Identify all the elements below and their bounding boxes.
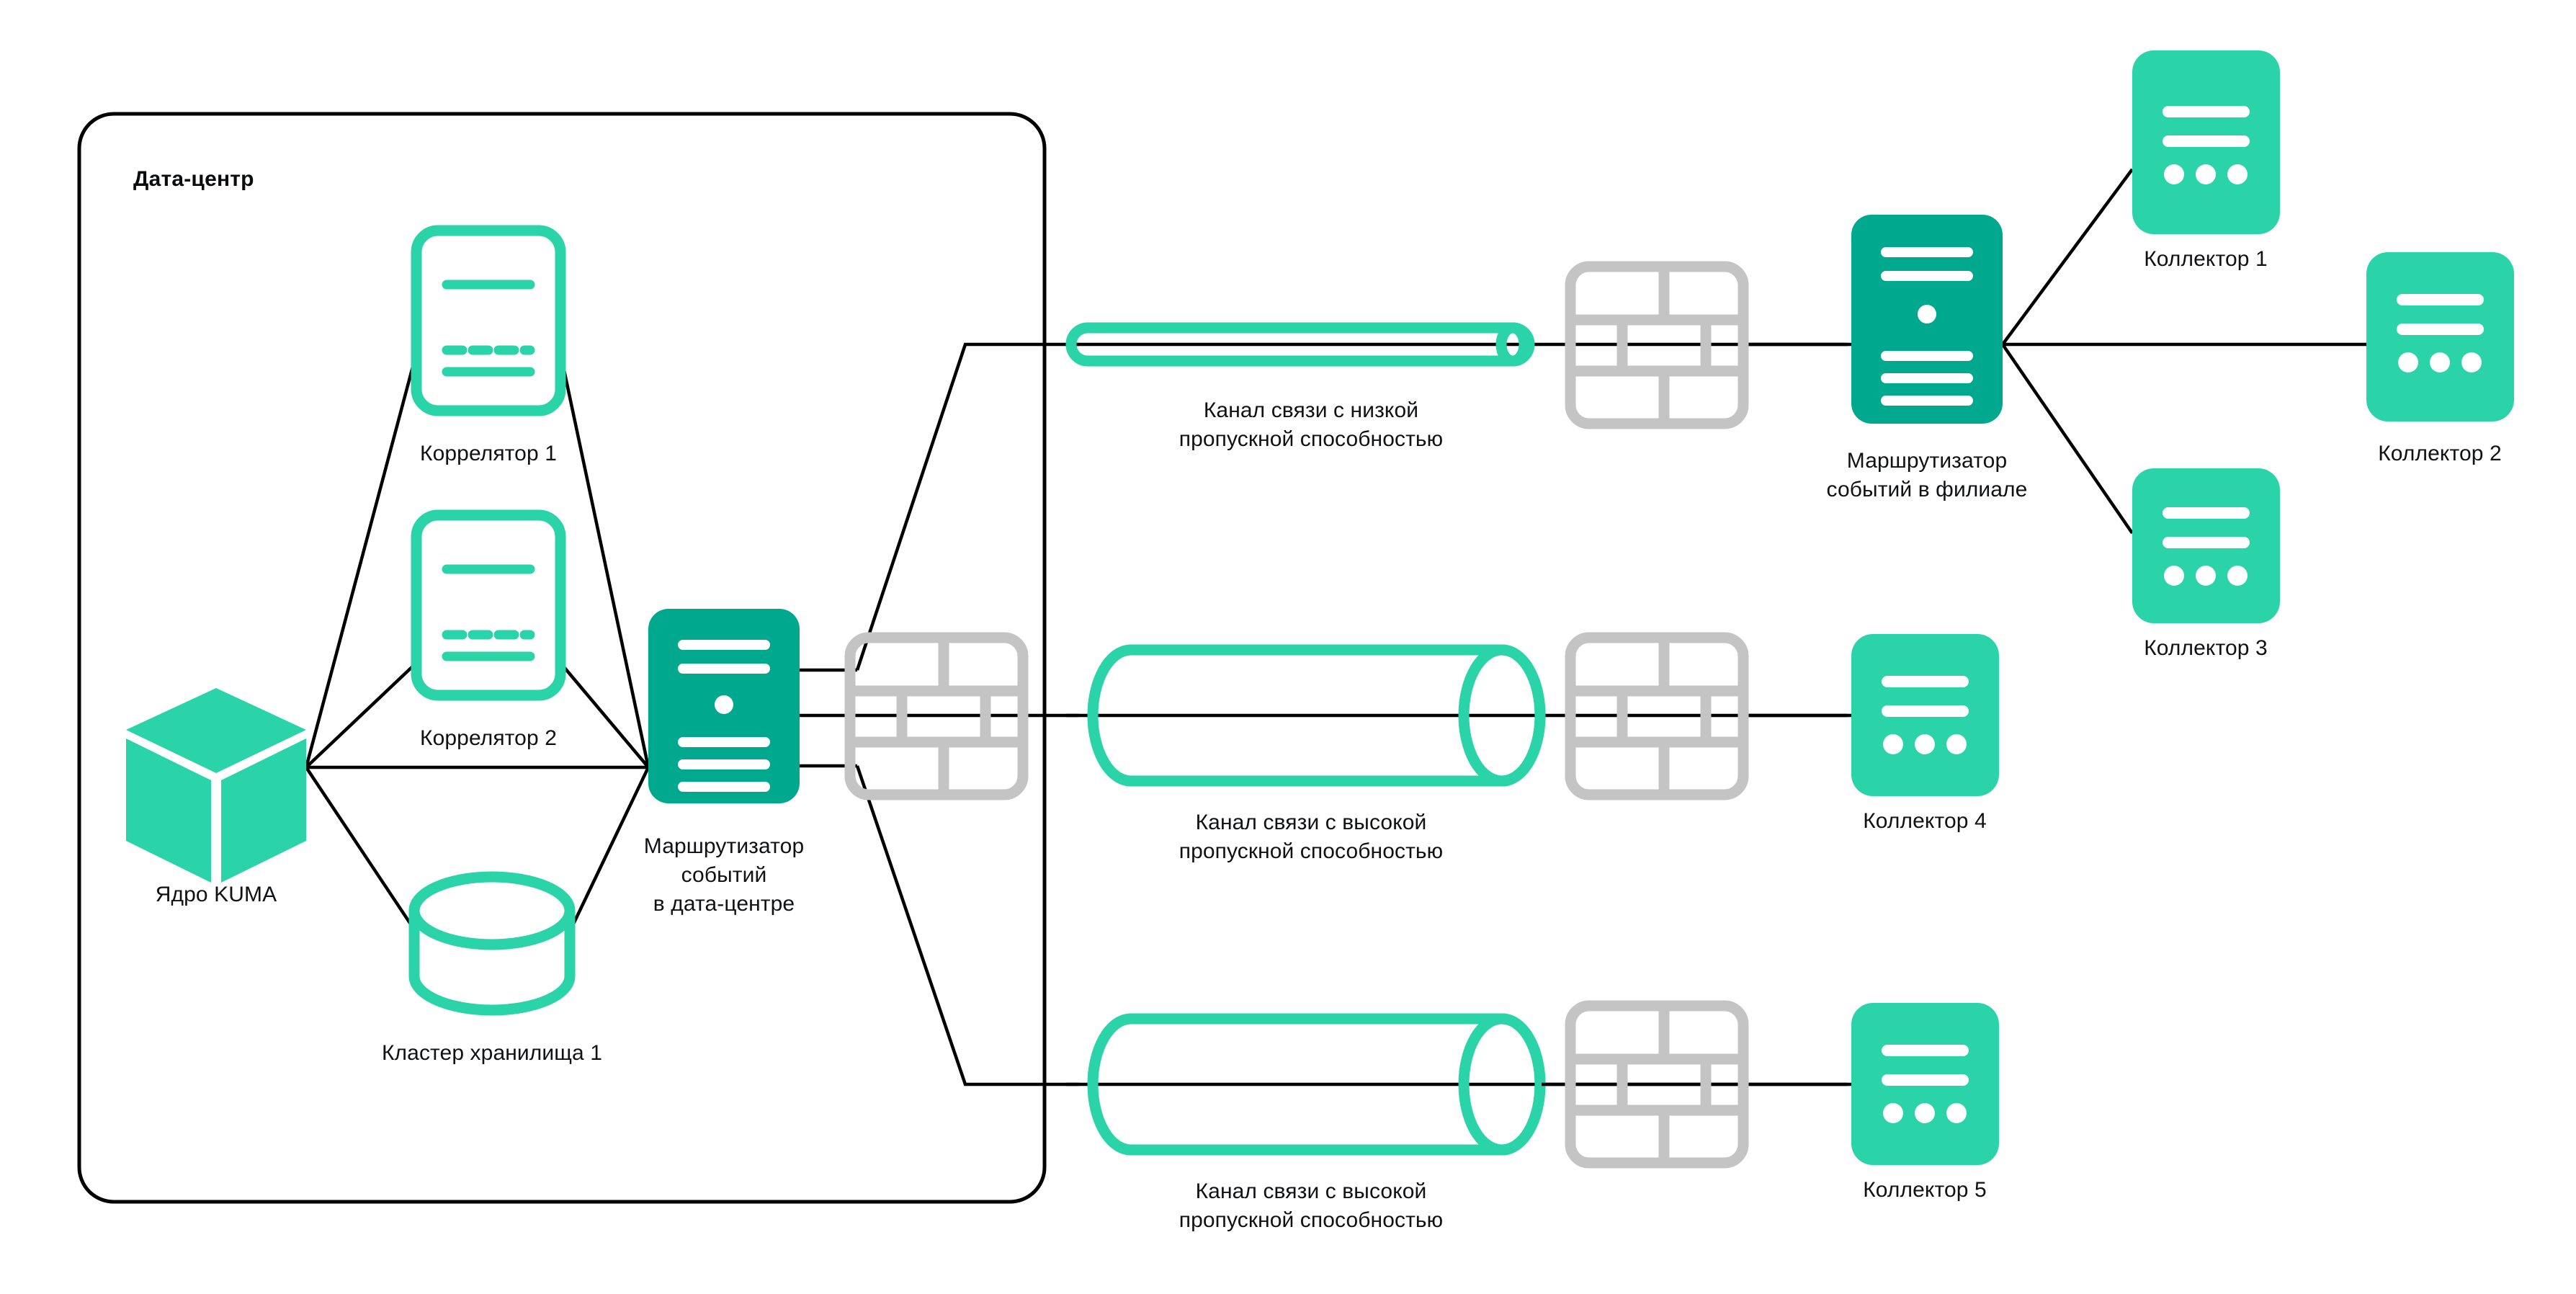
node-label-kuma-core: Ядро KUMA	[155, 883, 277, 906]
collector-icon	[2366, 252, 2514, 421]
firewall-icon	[844, 632, 1029, 800]
link-branchrouter-collector3	[2001, 343, 2134, 535]
node-label-collector-4: Коллектор 4	[1863, 809, 1987, 833]
correlator-icon	[411, 509, 566, 701]
channel-label-low-bandwidth: Канал связи с низкой пропускной способно…	[1179, 398, 1444, 451]
firewall-icon	[1565, 1000, 1749, 1169]
link-correlator1-router	[558, 352, 650, 768]
collector-icon	[1851, 634, 1999, 796]
node-label-collector-2: Коллектор 2	[2378, 442, 2502, 465]
node-label-storage-cluster-1: Кластер хранилища 1	[381, 1041, 603, 1065]
router-icon	[1851, 215, 2003, 424]
node-label-branch-router: Маршрутизатор событий в филиале	[1826, 449, 2028, 501]
channel-through-lines	[1066, 342, 1848, 1086]
link-core-correlator1	[304, 352, 419, 768]
channel-label-high-bandwidth-2: Канал связи с высокой пропускной способн…	[1179, 1179, 1444, 1232]
link-fw-channel-low	[855, 342, 1079, 671]
firewall-channel-links	[855, 342, 1079, 1086]
node-label-collector-1: Коллектор 1	[2144, 247, 2268, 271]
collector-icon	[1851, 1003, 1999, 1165]
router-firewall-links	[800, 668, 857, 768]
link-fw-channel-high2	[855, 765, 1079, 1086]
node-label-correlator-1: Коррелятор 1	[420, 442, 557, 465]
node-label-collector-5: Коллектор 5	[1863, 1178, 1987, 1202]
data-center-title: Дата-центр	[133, 167, 254, 191]
node-label-collector-3: Коллектор 3	[2144, 636, 2268, 660]
collector-icon	[2132, 50, 2280, 234]
collector-icon	[2132, 468, 2280, 623]
firewall-icon	[1565, 632, 1749, 800]
channel-high-bandwidth-1-shape	[1087, 644, 1546, 787]
channel-label-high-bandwidth-1: Канал связи с высокой пропускной способн…	[1179, 811, 1444, 863]
channel-high-bandwidth-2-shape	[1087, 1013, 1546, 1156]
database-icon	[408, 871, 576, 1016]
firewall-icon	[1565, 261, 1749, 429]
router-icon	[648, 609, 800, 803]
node-label-correlator-2: Коррелятор 2	[420, 726, 557, 750]
node-label-dc-event-router: Маршрутизатор событий в дата-центре	[643, 834, 805, 916]
correlator-icon	[411, 225, 566, 416]
cube-icon	[126, 688, 306, 883]
channel-low-bandwidth-shape	[1065, 322, 1535, 367]
